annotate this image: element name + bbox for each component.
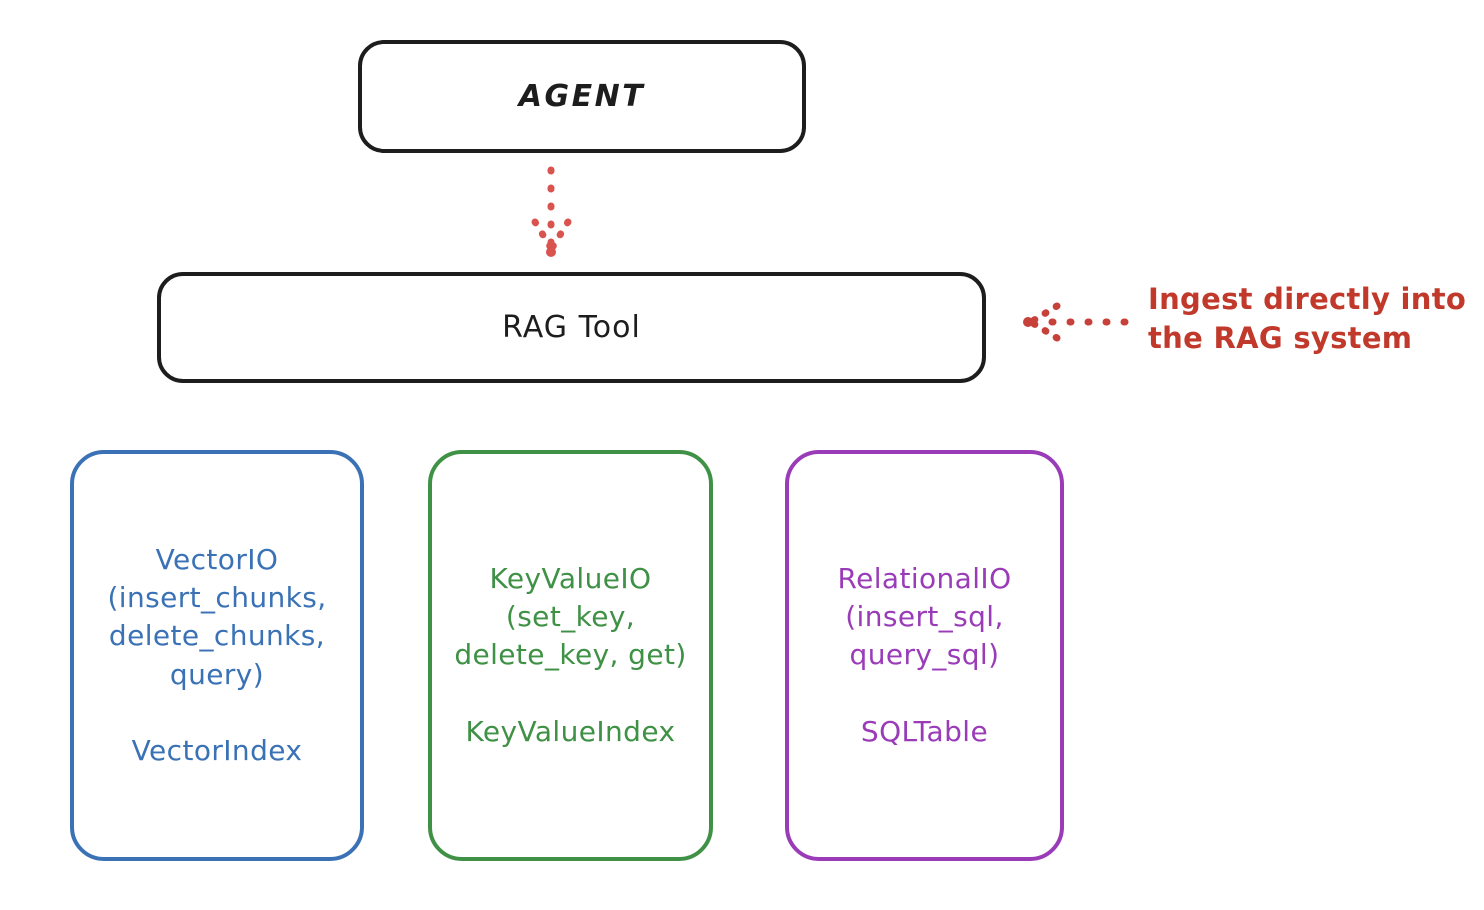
annotation-ingest-directly: Ingest directly into the RAG system (1148, 282, 1467, 355)
node-rag-tool-label: RAG Tool (502, 310, 641, 345)
node-agent-label: AGENT (518, 79, 646, 114)
connector-ingest-callout-icon (1023, 302, 1129, 342)
node-relational-io[interactable]: RelationalIO (insert_sql, query_sql) SQL… (785, 450, 1064, 861)
node-vector-io[interactable]: VectorIO (insert_chunks, delete_chunks, … (70, 450, 364, 861)
node-vector-io-label: VectorIO (insert_chunks, delete_chunks, … (107, 543, 327, 767)
node-key-value-io-label: KeyValueIO (set_key, delete_key, get) Ke… (454, 562, 687, 748)
node-rag-tool[interactable]: RAG Tool (157, 272, 986, 383)
node-key-value-io[interactable]: KeyValueIO (set_key, delete_key, get) Ke… (428, 450, 713, 861)
node-agent[interactable]: AGENT (358, 40, 806, 153)
connector-agent-to-rag-tool-icon (531, 166, 572, 257)
node-relational-io-label: RelationalIO (insert_sql, query_sql) SQL… (837, 562, 1012, 748)
